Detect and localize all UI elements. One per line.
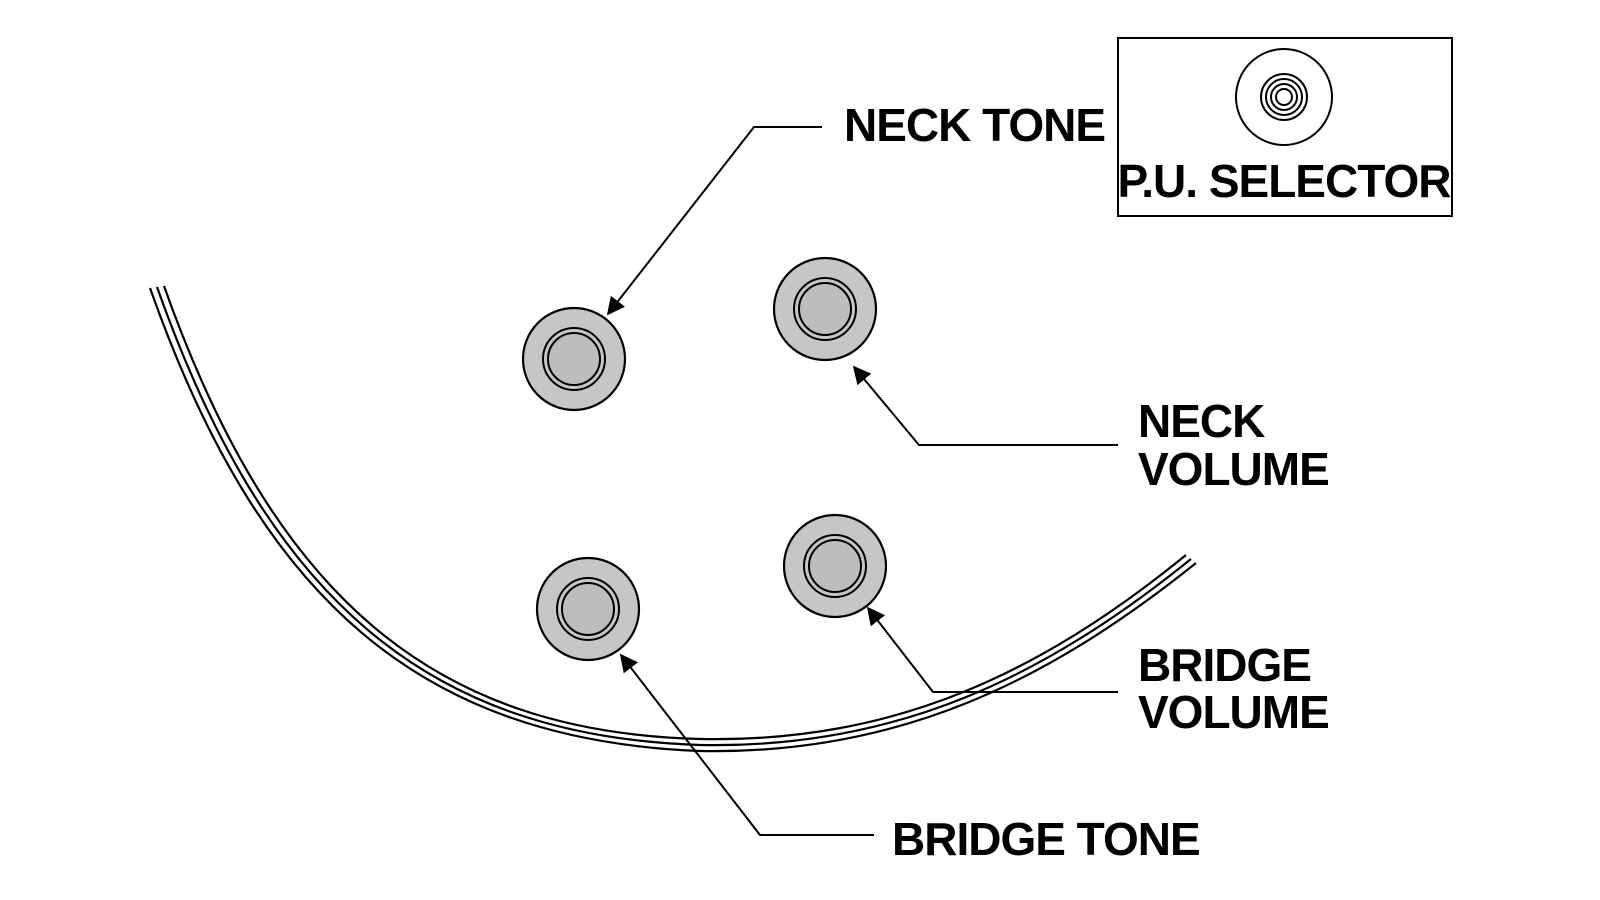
neck-volume-knob-icon	[772, 256, 878, 362]
pickup-selector-icon	[1235, 48, 1333, 146]
bridge-volume-leader	[866, 606, 1118, 693]
guitar-body-outline	[148, 285, 1197, 753]
neck-tone-leader	[606, 126, 822, 316]
bridge-volume-knob-icon	[782, 513, 888, 619]
neck-volume-label-line1: NECK	[1138, 395, 1265, 447]
bridge-volume-label-line2: VOLUME	[1138, 686, 1329, 738]
bridge-tone-knob-icon	[535, 556, 641, 662]
neck-volume-label-line2: VOLUME	[1138, 443, 1329, 495]
bridge-tone-label: BRIDGE TONE	[892, 813, 1200, 865]
neck-tone-knob-icon	[521, 306, 627, 412]
neck-volume-leader	[852, 365, 1118, 446]
bridge-tone-leader	[619, 653, 874, 836]
pu-selector-legend: P.U. SELECTOR	[1117, 37, 1453, 217]
bridge-volume-label-line1: BRIDGE	[1138, 639, 1311, 691]
neck-tone-label: NECK TONE	[844, 99, 1105, 151]
pu-selector-label: P.U. SELECTOR	[1118, 155, 1452, 207]
